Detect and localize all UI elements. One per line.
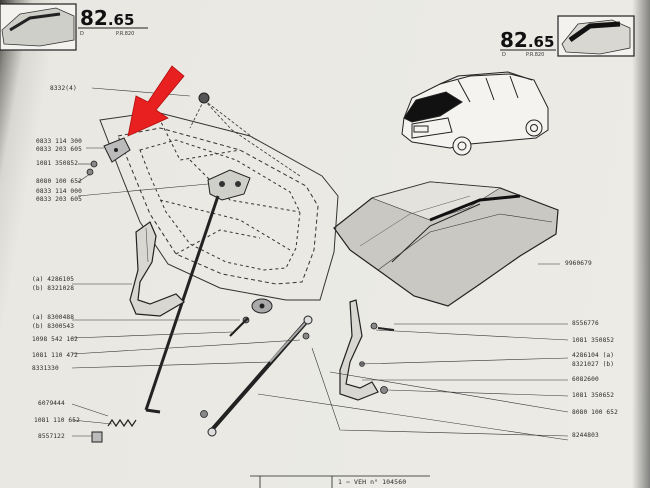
part-label: 8080 100 652 (36, 178, 82, 185)
part-label: 4286104 (a) (572, 352, 615, 359)
part-label: 1098 542 162 (32, 336, 78, 343)
header-code-right: P.R.820 (526, 52, 545, 58)
bonnet-illustration (333, 181, 559, 307)
header-number-right: 82.65 (500, 28, 554, 52)
hinge-arm-right (339, 299, 395, 401)
part-label: 0833 203 605 (36, 146, 82, 153)
part-label: 6082600 (572, 376, 599, 383)
part-label: 1081 110 652 (34, 417, 80, 424)
part-label: 0833 114 300 (36, 138, 82, 145)
hinge-arm-left (129, 221, 185, 317)
hinge-plate (86, 137, 131, 176)
part-label: 1081 350852 (36, 160, 79, 167)
part-label: 8332(4) (50, 85, 77, 92)
part-label: 8244803 (572, 432, 599, 439)
part-label: 1081 350852 (572, 337, 615, 344)
part-label: 8331330 (32, 365, 59, 372)
red-arrow-icon (127, 65, 185, 137)
gas-strut (200, 315, 313, 437)
pivot-plate (229, 298, 273, 337)
lock-bracket (207, 169, 251, 201)
bonnet-frame (99, 111, 339, 301)
header-number-main: 82 (80, 6, 108, 30)
header-number-sub: .65 (107, 11, 135, 29)
header-number-sub: .65 (527, 33, 555, 51)
part-label: 8080 100 652 (572, 409, 618, 416)
part-label: 8557122 (38, 433, 65, 440)
header-thumbnail-right (557, 15, 635, 57)
part-label: (a) 8300488 (32, 314, 75, 321)
leader-lines-left (71, 87, 301, 437)
part-label: 0833 203 605 (36, 196, 82, 203)
part-label: 9960679 (565, 260, 592, 267)
part-label: 8321027 (b) (572, 361, 615, 368)
part-label: 6079444 (38, 400, 65, 407)
car-illustration (401, 71, 549, 156)
part-label: 1081 110 472 (32, 352, 78, 359)
part-label: (b) 8321028 (32, 285, 75, 292)
part-label: 0833 114 000 (36, 188, 82, 195)
part-label: (b) 8300543 (32, 323, 75, 330)
footer-vehicle-note: 1 ⇨ VEH n° 104560 (338, 478, 407, 486)
header-number-left: 82.65 (80, 6, 134, 30)
header-number-main: 82 (500, 28, 528, 52)
bonnet-stop (198, 92, 210, 104)
part-label: (a) 4286105 (32, 276, 75, 283)
part-label: 1081 350652 (572, 392, 615, 399)
header-code-left: D (502, 52, 506, 58)
assembly-dashes (189, 99, 301, 177)
leader-lines-right (257, 263, 569, 441)
part-label: 8556776 (572, 320, 599, 327)
header-thumbnail-left (0, 3, 77, 51)
spring-clip (91, 418, 137, 443)
header-code-left: D (80, 31, 84, 37)
header-code-right: P.R.820 (116, 31, 135, 37)
